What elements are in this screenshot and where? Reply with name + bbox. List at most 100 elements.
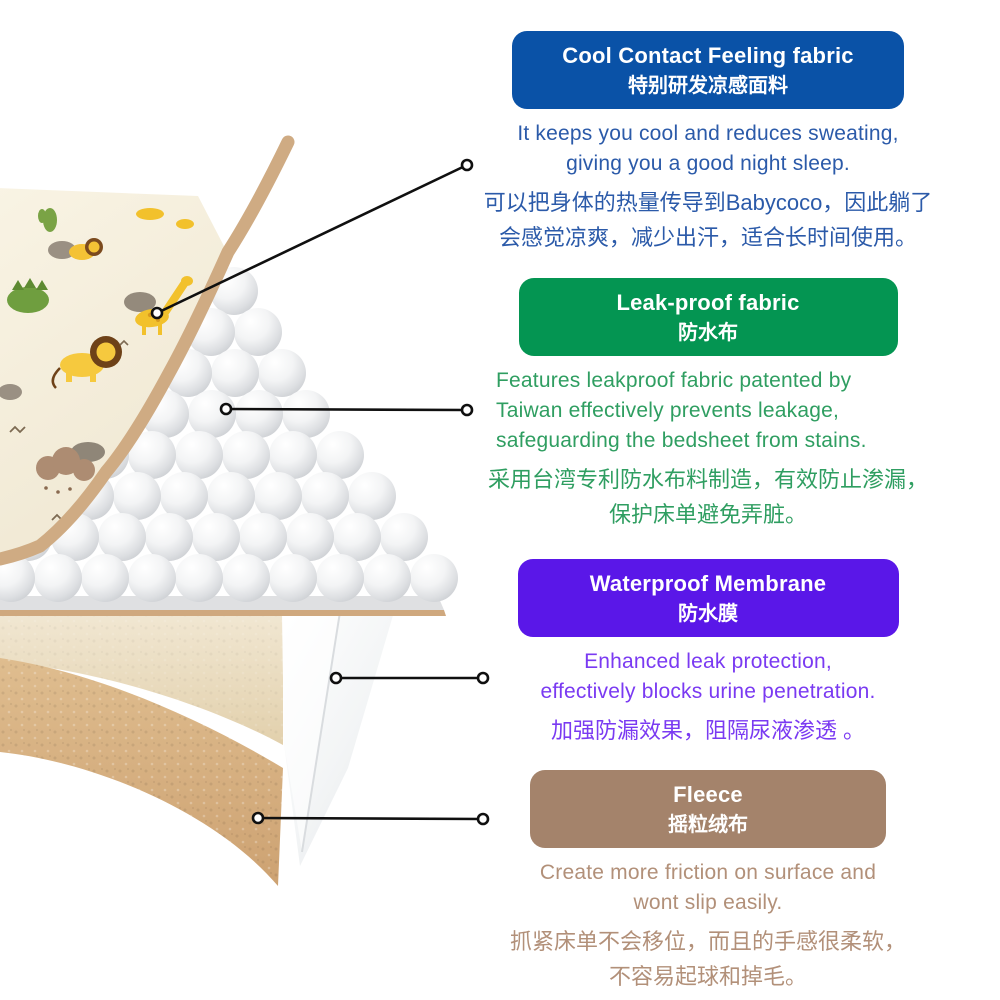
bubble: [380, 513, 428, 561]
badge-waterproof-membrane: Waterproof Membrane 防水膜: [517, 559, 899, 637]
pointer-dot: [460, 158, 474, 172]
bubble: [258, 349, 306, 397]
bubble: [222, 554, 270, 602]
print-cloud: [36, 447, 95, 494]
bubble: [192, 513, 240, 561]
desc-en-line: Create more friction on surface and: [539, 861, 877, 884]
badge-title-zh: 摇粒绒布: [668, 814, 748, 836]
description-zh: 采用台湾专利防水布料制造，有效防止渗漏， 保护床单避免弄脏。: [478, 462, 938, 532]
print-crocodile: [7, 278, 49, 313]
bubble: [301, 472, 349, 520]
pointer-dot: [476, 812, 490, 826]
connector-leakproof-fabric: [219, 402, 474, 417]
print-lion-big: [51, 336, 122, 389]
printed-fabric-layer: [0, 135, 295, 566]
bubble: [98, 513, 146, 561]
desc-en-line: Enhanced leak protection,: [584, 650, 832, 673]
bubble: [128, 554, 176, 602]
bubble: [207, 472, 255, 520]
desc-en-line: safeguarding the bedsheet from stains.: [496, 429, 867, 452]
print-scribble: [119, 339, 129, 346]
pointer-dot: [460, 403, 474, 417]
bubble: [348, 472, 396, 520]
print-rock: [48, 241, 76, 259]
bubble: [222, 431, 270, 479]
badge-title-zh: 防水布: [678, 322, 738, 344]
badge-title-en: Waterproof Membrane: [589, 571, 827, 596]
bubble: [113, 472, 161, 520]
desc-en-line: It keeps you cool and reduces sweating,: [517, 122, 899, 145]
desc-en-line: Features leakproof fabric patented by: [496, 369, 852, 392]
print-yellow-blob: [136, 208, 164, 220]
desc-zh-line: 保护床单避免弄脏。: [608, 502, 807, 527]
badge-title-en: Cool Contact Feeling fabric: [562, 43, 854, 68]
print-scribble: [9, 425, 26, 434]
bubble: [316, 554, 364, 602]
bubble: [282, 390, 330, 438]
connector-waterproof-membrane: [329, 671, 490, 685]
bubble: [145, 513, 193, 561]
print-rock: [124, 292, 156, 312]
description-en: Features leakproof fabric patented by Ta…: [478, 366, 938, 456]
desc-zh-line: 加强防漏效果，阻隔尿液渗透 。: [550, 718, 866, 743]
pointer-dot: [329, 671, 343, 685]
waterproof-membrane-layer: [282, 611, 394, 866]
pointer-dot: [251, 811, 265, 825]
connector-fleece: [251, 811, 490, 826]
fabric-edge-band: [0, 135, 295, 566]
badge-title-en: Leak-proof fabric: [616, 290, 800, 315]
section-fleece: Fleece 摇粒绒布 Create more friction on surf…: [478, 770, 938, 994]
badge-fleece: Fleece 摇粒绒布: [530, 770, 886, 848]
bubble: [175, 431, 223, 479]
bubble: [34, 554, 82, 602]
section-cool-contact-fabric: Cool Contact Feeling fabric 特别研发凉感面料 It …: [478, 31, 938, 255]
badge-title-zh: 防水膜: [678, 603, 738, 625]
desc-zh-line: 不容易起球和掉毛。: [608, 964, 807, 989]
bubble: [188, 390, 236, 438]
section-waterproof-membrane: Waterproof Membrane 防水膜 Enhanced leak pr…: [478, 559, 938, 748]
badge-cool-contact-fabric: Cool Contact Feeling fabric 特别研发凉感面料: [512, 31, 904, 109]
desc-en-line: giving you a good night sleep.: [566, 152, 850, 175]
description-zh: 抓紧床单不会移位，而且的手感很柔软， 不容易起球和掉毛。: [478, 924, 938, 994]
print-rock: [71, 442, 105, 462]
bubble: [333, 513, 381, 561]
badge-title-en: Fleece: [673, 782, 743, 807]
desc-en-line: wont slip easily.: [633, 891, 783, 914]
bubble: [160, 472, 208, 520]
bubble: [175, 554, 223, 602]
print-rock: [0, 384, 22, 400]
description-en: Create more friction on surface and wont…: [478, 858, 938, 918]
bubble: [128, 431, 176, 479]
badge-leakproof-fabric: Leak-proof fabric 防水布: [518, 278, 898, 356]
desc-zh-line: 采用台湾专利防水布料制造，有效防止渗漏，: [487, 467, 928, 492]
bubble: [211, 349, 259, 397]
description-zh: 加强防漏效果，阻隔尿液渗透 。: [478, 713, 938, 748]
badge-title-zh: 特别研发凉感面料: [628, 75, 788, 97]
description-en: Enhanced leak protection, effectively bl…: [478, 647, 938, 707]
bubble: [81, 554, 129, 602]
connector-cool-contact-fabric: [150, 158, 474, 320]
section-leakproof-fabric: Leak-proof fabric 防水布 Features leakproof…: [478, 278, 938, 532]
pointer-dot: [219, 402, 233, 416]
pointer-dot: [150, 306, 164, 320]
bubble: [254, 472, 302, 520]
bubble: [316, 431, 364, 479]
bubble: [410, 554, 458, 602]
print-cactus: [38, 208, 57, 232]
desc-zh-line: 会感觉凉爽，减少出汗，适合长时间使用。: [498, 225, 917, 250]
layer-connectors: [150, 158, 490, 826]
desc-zh-line: 可以把身体的热量传导到Babycoco，因此躺了: [483, 190, 933, 215]
print-lion-small: [69, 238, 103, 260]
bubble: [239, 513, 287, 561]
description-en: It keeps you cool and reduces sweating, …: [478, 119, 938, 179]
pointer-dot: [476, 671, 490, 685]
desc-en-line: effectively blocks urine penetration.: [540, 680, 876, 703]
bubble: [269, 554, 317, 602]
desc-en-line: Taiwan effectively prevents leakage,: [496, 399, 840, 422]
desc-zh-line: 抓紧床单不会移位，而且的手感很柔软，: [509, 929, 906, 954]
description-zh: 可以把身体的热量传导到Babycoco，因此躺了 会感觉凉爽，减少出汗，适合长时…: [478, 185, 938, 255]
bubble: [234, 308, 282, 356]
bubble: [363, 554, 411, 602]
